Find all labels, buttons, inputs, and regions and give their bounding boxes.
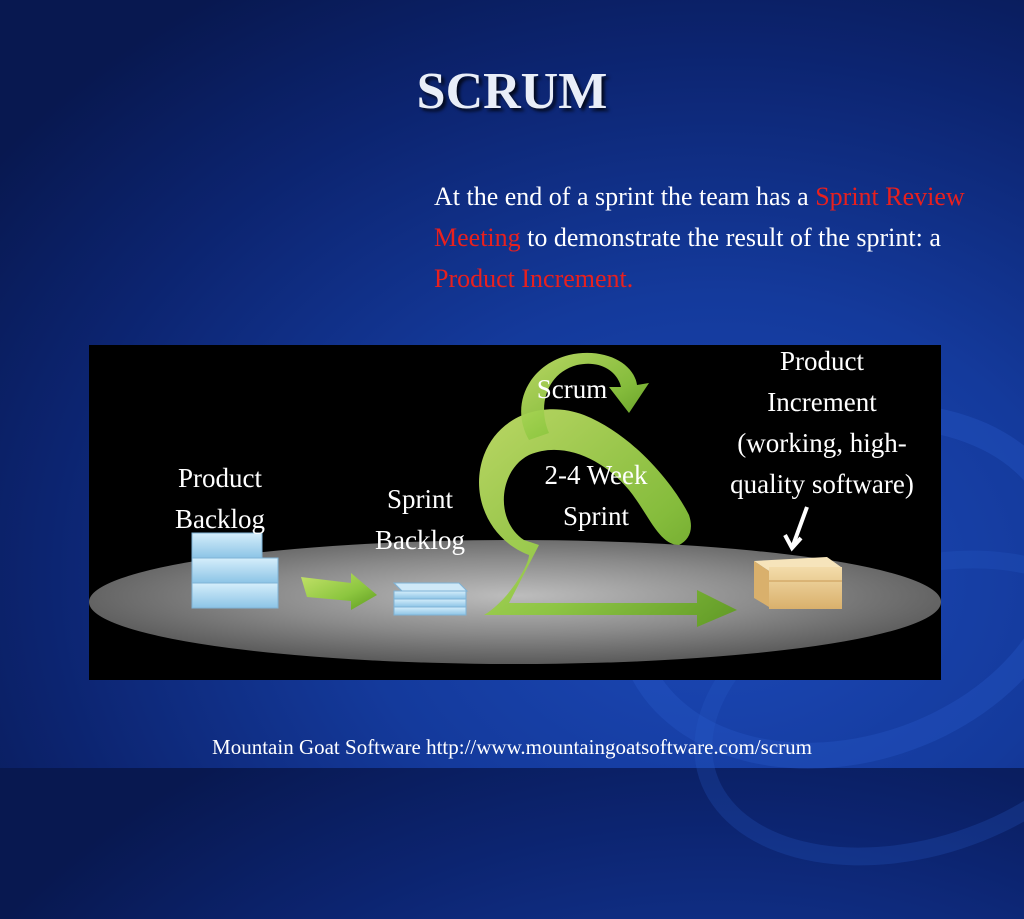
platform-disc — [89, 540, 941, 664]
product-backlog-line-2: Backlog — [175, 504, 265, 534]
diagram-canvas — [89, 352, 941, 664]
product-increment-line-3: (working, high- — [737, 428, 907, 458]
product-backlog-line-1: Product — [178, 463, 262, 493]
sprint-backlog-label: Sprint Backlog — [355, 479, 485, 561]
scrum-process-diagram: Product Backlog Sprint Backlog Scrum 2-4… — [89, 345, 941, 680]
product-backlog-stack — [191, 532, 279, 609]
product-increment-line-2: Increment — [767, 387, 877, 417]
slide-title: SCRUM — [416, 63, 608, 120]
product-backlog-label: Product Backlog — [155, 458, 285, 540]
product-increment-box — [754, 557, 842, 609]
intro-text: At the end of a sprint the team has a Sp… — [434, 176, 1024, 299]
daily-scrum-loop-arrow — [521, 352, 649, 440]
intro-highlight-sprint-review: Sprint Review Meeting — [434, 182, 965, 252]
sprint-backlog-line-2: Backlog — [375, 525, 465, 555]
product-increment-line-4: quality software) — [730, 469, 914, 499]
product-increment-label: Product Increment (working, high- qualit… — [707, 345, 937, 505]
scrum-label: Scrum — [536, 374, 608, 404]
intro-highlight-product-increment: Product Increment. — [434, 264, 634, 293]
pointer-arrow — [783, 506, 809, 552]
intro-part-2: to demonstrate the result of the sprint:… — [520, 223, 941, 252]
product-increment-line-1: Product — [780, 346, 864, 376]
backlog-to-sprint-arrow — [301, 573, 377, 610]
footer-attribution: Mountain Goat Software http://www.mounta… — [212, 735, 812, 759]
sprint-backlog-line-1: Sprint — [386, 484, 453, 514]
sprint-length-line-2: Sprint — [562, 501, 629, 531]
sprint-length-label: 2-4 Week Sprint — [521, 455, 671, 537]
sprint-backlog-stack — [392, 582, 469, 616]
sprint-length-line-1: 2-4 Week — [544, 460, 648, 490]
intro-part-1: At the end of a sprint the team has a — [434, 182, 816, 211]
sprint-loop-arrow — [479, 409, 737, 627]
